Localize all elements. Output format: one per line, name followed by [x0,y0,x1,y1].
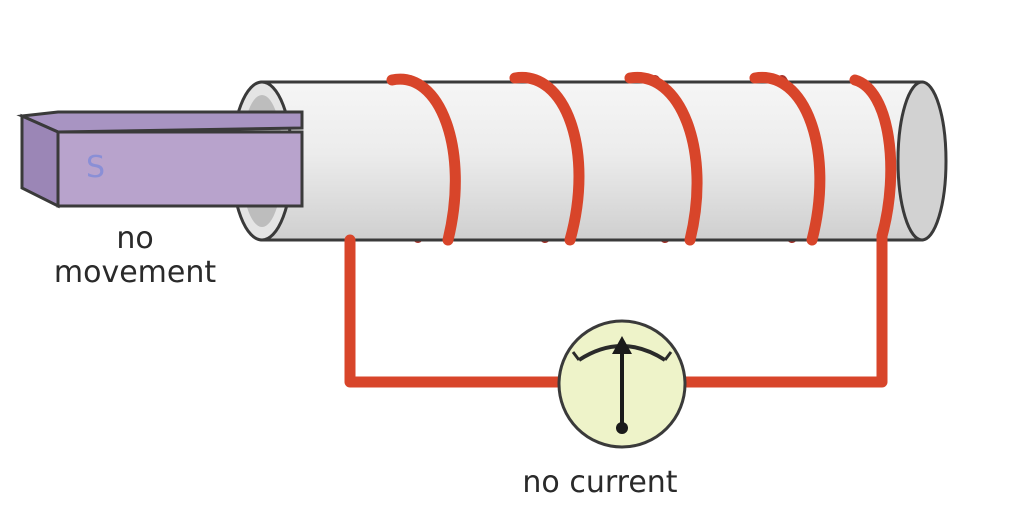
magnet-caption-line2: movement [53,255,217,290]
magnet-caption-line1: no [116,221,154,256]
circuit-wire [344,230,888,388]
bar-magnet-icon [16,110,304,209]
magnet-caption: no movement [20,222,250,290]
coil-tube-icon [230,80,948,242]
meter-caption: no current [522,465,678,500]
galvanometer-icon [557,319,687,449]
magnet-pole-label: S [86,150,106,185]
coil-front-loops [386,72,897,246]
